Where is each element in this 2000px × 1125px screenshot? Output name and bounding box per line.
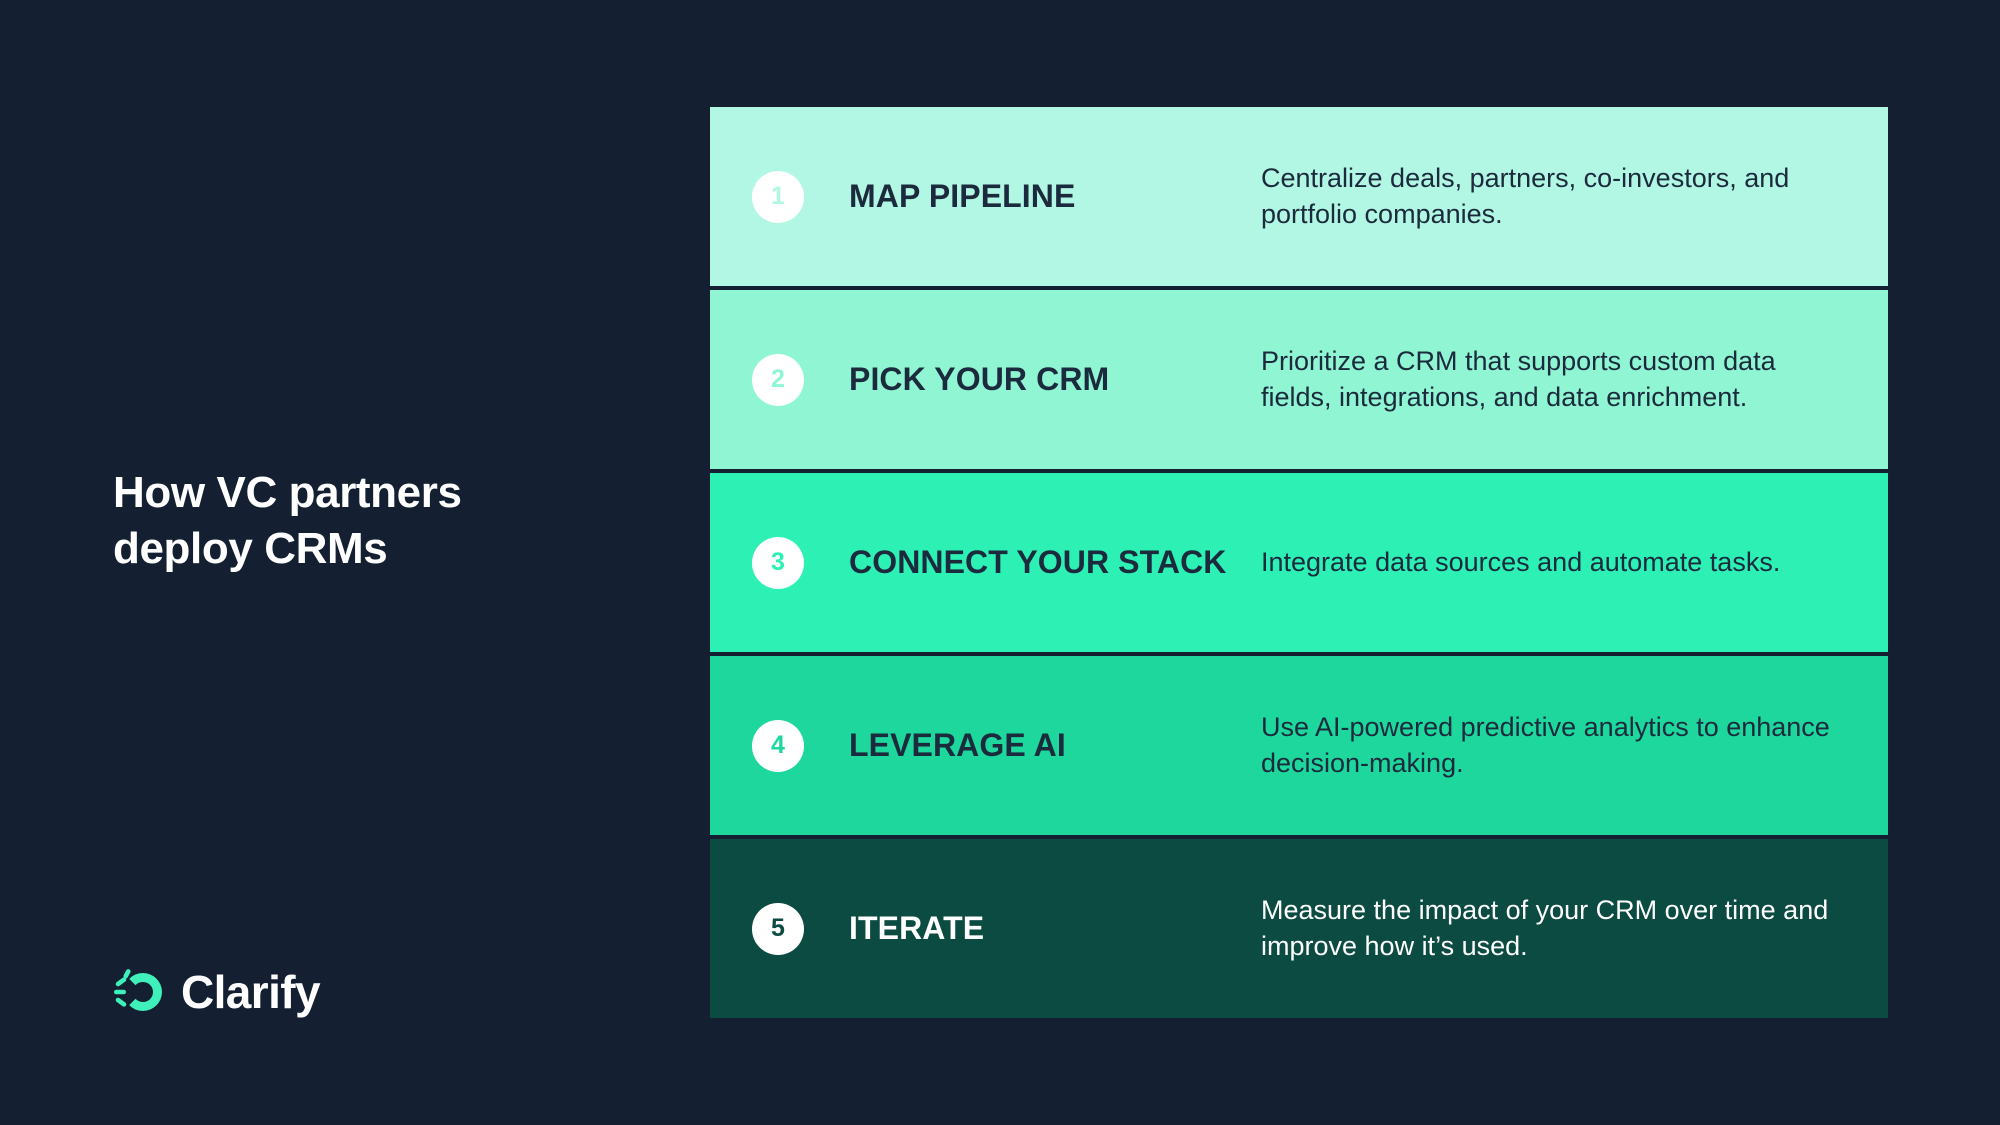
- step-title: LEVERAGE AI: [849, 727, 1066, 764]
- step-row: 3 CONNECT YOUR STACK Integrate data sour…: [710, 473, 1888, 652]
- step-number-badge: 2: [752, 353, 804, 406]
- step-number: 4: [771, 731, 785, 759]
- step-number-badge: 1: [752, 170, 804, 223]
- step-title: PICK YOUR CRM: [849, 361, 1110, 398]
- step-title: MAP PIPELINE: [849, 178, 1076, 215]
- step-number: 1: [771, 182, 785, 210]
- step-row: 1 MAP PIPELINE Centralize deals, partner…: [710, 107, 1888, 286]
- page-title: How VC partners deploy CRMs: [113, 465, 633, 578]
- step-description: Prioritize a CRM that supports custom da…: [1261, 345, 1776, 412]
- step-title: ITERATE: [849, 910, 985, 947]
- steps-panel: 1 MAP PIPELINE Centralize deals, partner…: [710, 107, 1888, 1018]
- step-description: Measure the impact of your CRM over time…: [1261, 894, 1829, 961]
- brand-logo: Clarify: [113, 965, 321, 1019]
- step-description: Centralize deals, partners, co-investors…: [1261, 162, 1790, 229]
- left-column: How VC partners deploy CRMs Clarify: [113, 0, 673, 1125]
- step-number: 2: [771, 365, 785, 393]
- step-row: 2 PICK YOUR CRM Prioritize a CRM that su…: [710, 290, 1888, 469]
- brand-wordmark: Clarify: [181, 966, 321, 1018]
- step-number-badge: 3: [752, 536, 804, 589]
- clarify-c-burst-icon: [114, 969, 162, 1012]
- step-description: Use AI-powered predictive analytics to e…: [1261, 711, 1830, 778]
- step-description: Integrate data sources and automate task…: [1261, 546, 1781, 577]
- step-title: CONNECT YOUR STACK: [849, 544, 1227, 581]
- step-row: 5 ITERATE Measure the impact of your CRM…: [710, 839, 1888, 1018]
- step-number: 5: [771, 914, 785, 942]
- step-number-badge: 4: [752, 719, 804, 772]
- page-title-line-1: How VC partners: [113, 468, 462, 517]
- step-number-badge: 5: [752, 902, 804, 955]
- page-title-line-2: deploy CRMs: [113, 524, 388, 574]
- step-row: 4 LEVERAGE AI Use AI-powered predictive …: [710, 656, 1888, 835]
- step-number: 3: [771, 548, 785, 576]
